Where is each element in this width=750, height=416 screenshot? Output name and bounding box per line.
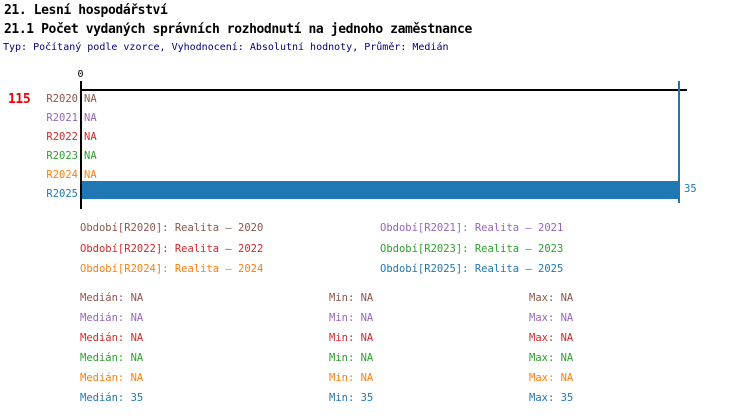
value-label-r2022: NA (84, 131, 97, 143)
stat-median-r2021: Medián: NA (80, 312, 144, 324)
indicator-number: 115 (8, 92, 31, 107)
chapter-title: 21. Lesní hospodářství (4, 3, 168, 18)
stat-min-r2024: Min: NA (329, 372, 374, 384)
stat-max-r2020: Max: NA (529, 292, 574, 304)
value-label-r2024: NA (84, 169, 97, 181)
stat-max-r2021: Max: NA (529, 312, 574, 324)
legend-item-r2023: Období[R2023]: Realita – 2023 (380, 243, 564, 255)
stat-median-r2025: Medián: 35 (80, 392, 144, 404)
legend-item-r2025: Období[R2025]: Realita – 2025 (380, 263, 564, 275)
legend-item-r2020: Období[R2020]: Realita – 2020 (80, 222, 264, 234)
value-label-r2023: NA (84, 150, 97, 162)
max-value-gridline (678, 81, 680, 203)
category-label-r2025: R2025 (46, 188, 78, 200)
value-label-r2021: NA (84, 112, 97, 124)
stat-max-r2023: Max: NA (529, 352, 574, 364)
bar-r2025 (82, 181, 678, 199)
stat-min-r2025: Min: 35 (329, 392, 374, 404)
value-label-r2020: NA (84, 93, 97, 105)
stat-min-r2021: Min: NA (329, 312, 374, 324)
stat-median-r2024: Medián: NA (80, 372, 144, 384)
x-axis-line (80, 89, 687, 91)
stat-max-r2022: Max: NA (529, 332, 574, 344)
legend-item-r2024: Období[R2024]: Realita – 2024 (80, 263, 264, 275)
stat-min-r2020: Min: NA (329, 292, 374, 304)
stat-max-r2025: Max: 35 (529, 392, 574, 404)
stat-min-r2022: Min: NA (329, 332, 374, 344)
indicator-title: 21.1 Počet vydaných správních rozhodnutí… (4, 22, 472, 37)
indicator-meta-line: Typ: Počítaný podle vzorce, Vyhodnocení:… (3, 42, 449, 53)
x-axis-origin-tick-label: 0 (77, 69, 84, 80)
legend-item-r2022: Období[R2022]: Realita – 2022 (80, 243, 264, 255)
value-label-r2025: 35 (684, 183, 697, 195)
y-axis-line (80, 81, 82, 209)
category-label-r2021: R2021 (46, 112, 78, 124)
category-label-r2020: R2020 (46, 93, 78, 105)
stat-max-r2024: Max: NA (529, 372, 574, 384)
legend-item-r2021: Období[R2021]: Realita – 2021 (380, 222, 564, 234)
category-label-r2024: R2024 (46, 169, 78, 181)
stat-median-r2023: Medián: NA (80, 352, 144, 364)
stat-median-r2022: Medián: NA (80, 332, 144, 344)
stat-min-r2023: Min: NA (329, 352, 374, 364)
stat-median-r2020: Medián: NA (80, 292, 144, 304)
category-label-r2023: R2023 (46, 150, 78, 162)
category-label-r2022: R2022 (46, 131, 78, 143)
